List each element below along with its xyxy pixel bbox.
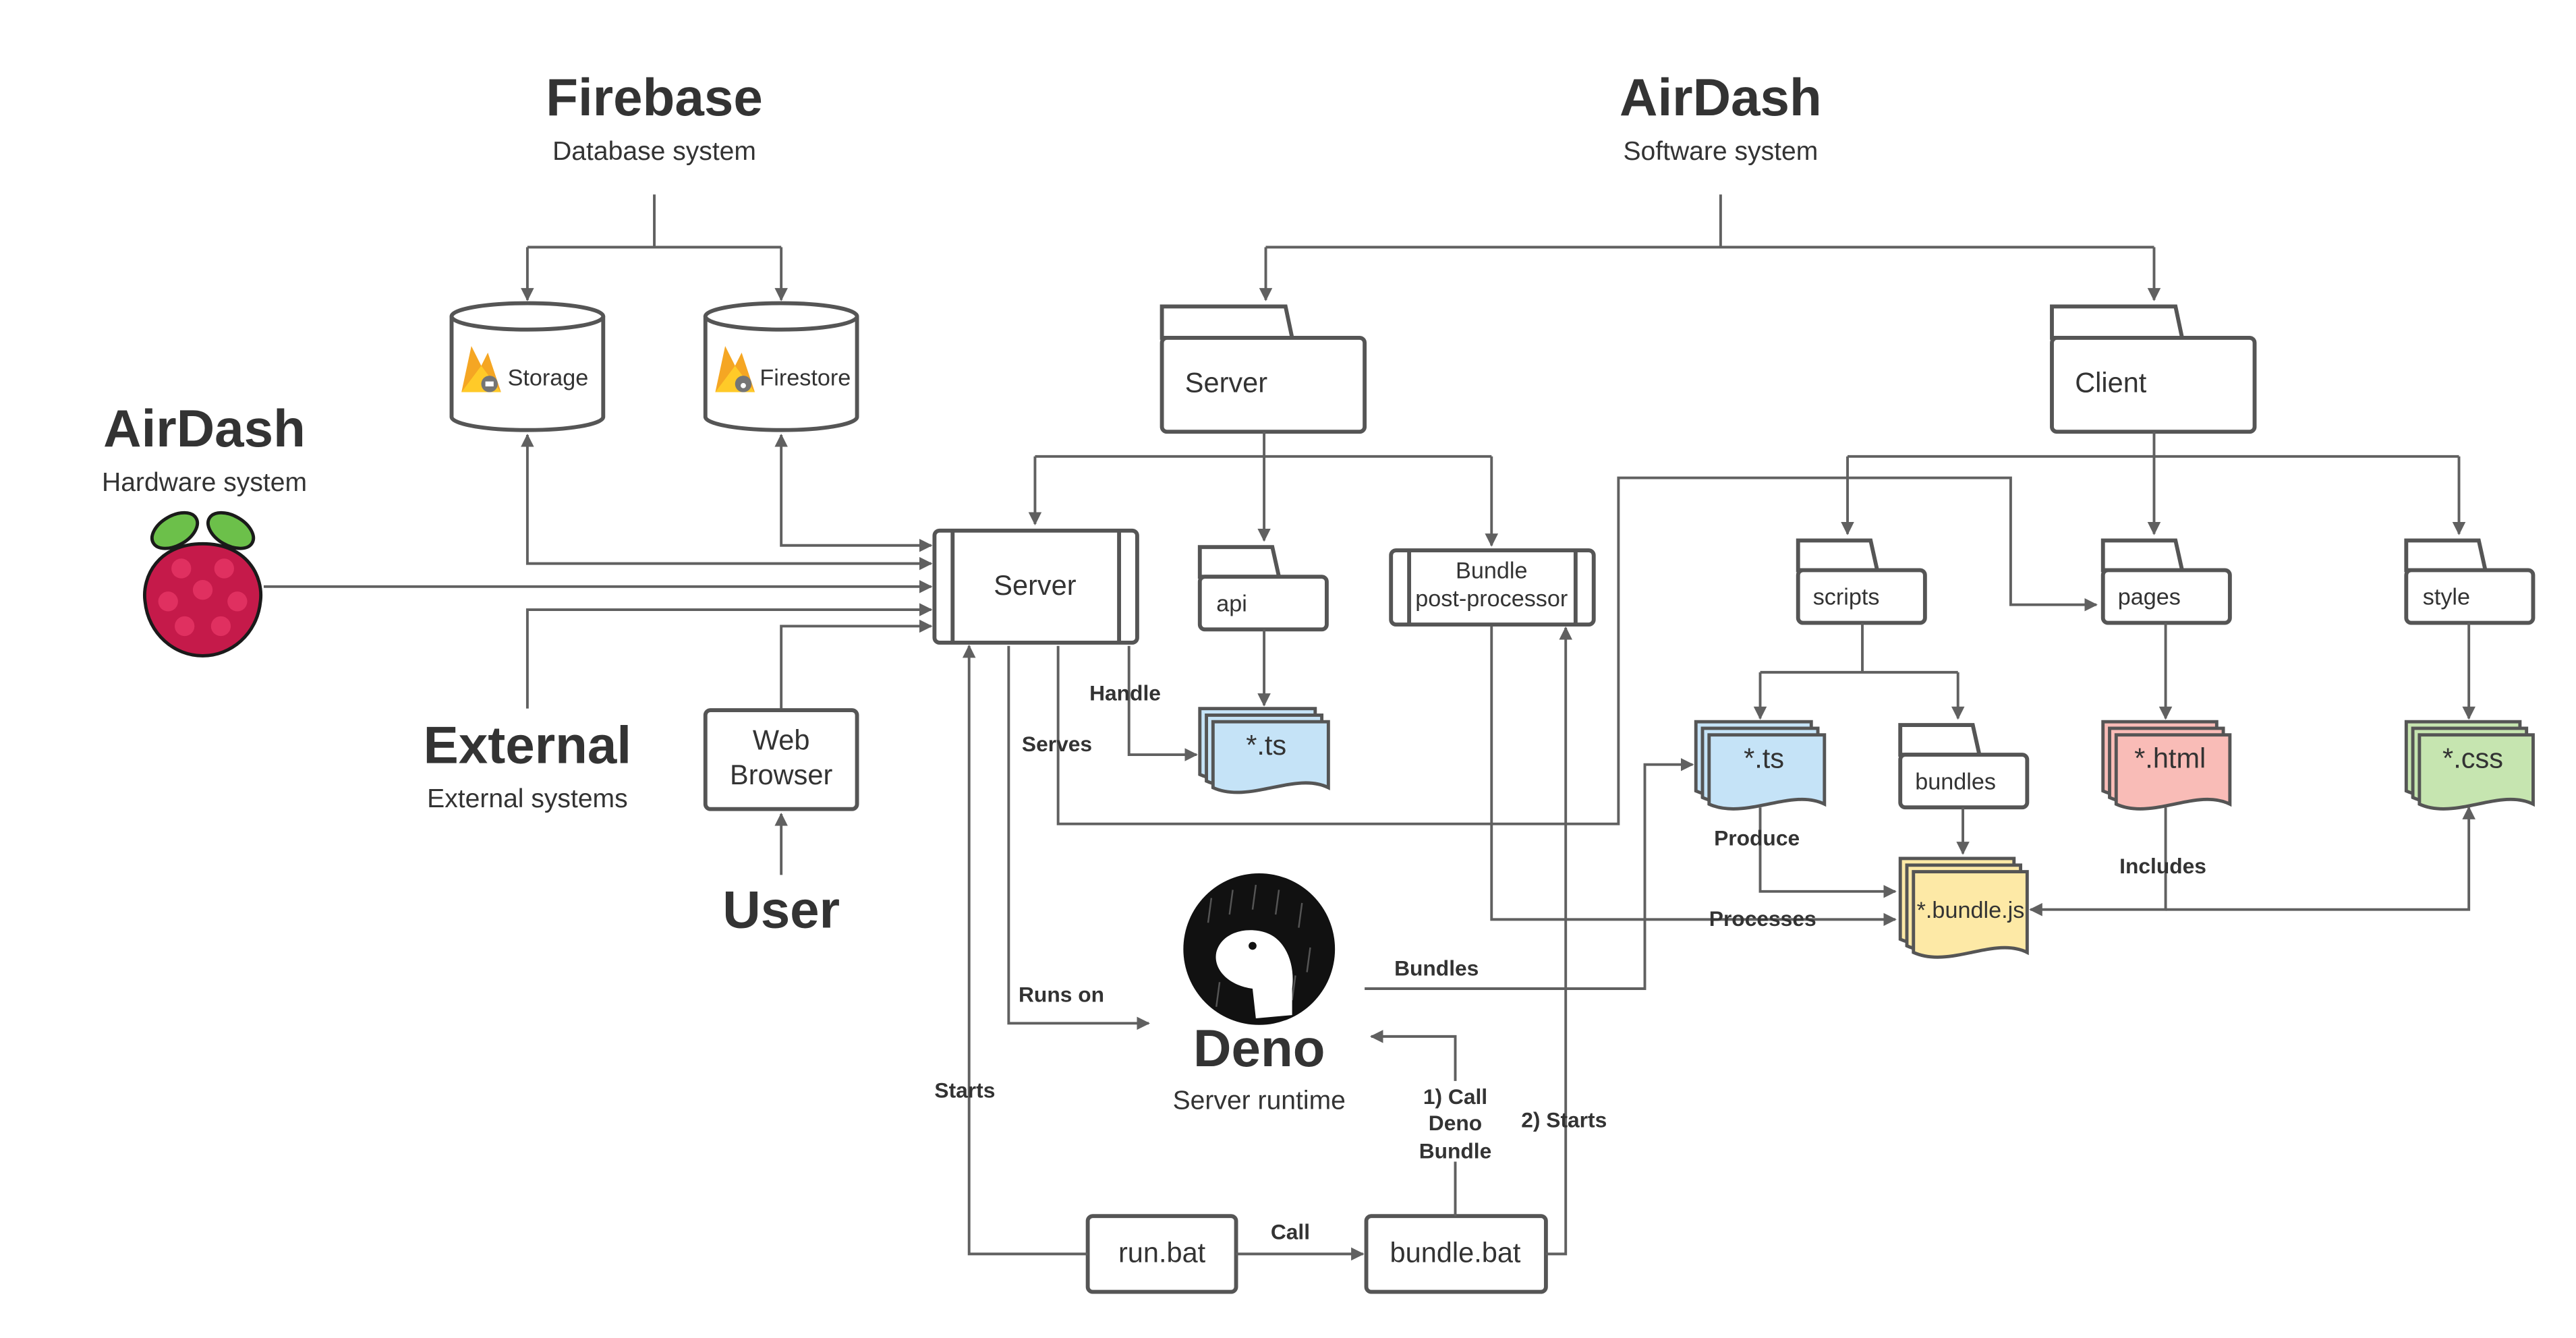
raspberry-pi-logo xyxy=(142,511,263,658)
bundles-folder-label: bundles xyxy=(1915,769,1996,794)
pages-folder: pages xyxy=(2100,538,2232,625)
edge-call-deno-label-1: 1) Call xyxy=(1423,1084,1487,1109)
bundle-pp-label-1: Bundle xyxy=(1456,558,1527,584)
storage-label: Storage xyxy=(508,366,589,391)
edge-produce-label: Produce xyxy=(1714,825,1800,850)
scripts-folder: scripts xyxy=(1796,538,1927,625)
edge-starts-label: Starts xyxy=(934,1078,995,1102)
firestore-database: Firestore xyxy=(703,301,859,432)
external-title: External xyxy=(424,715,631,774)
run-bat-label: run.bat xyxy=(1118,1237,1206,1269)
edge-starts2-label: 2) Starts xyxy=(1521,1107,1607,1132)
style-folder-label: style xyxy=(2423,585,2470,610)
web-browser-box: Web Browser xyxy=(703,708,859,811)
edge-runs-on-label: Runs on xyxy=(1019,983,1104,1007)
bundle-bat-label: bundle.bat xyxy=(1390,1237,1521,1269)
deno-logo xyxy=(1183,873,1336,1025)
scripts-ts-label: *.ts xyxy=(1744,743,1784,774)
airdash-hardware-subtitle: Hardware system xyxy=(102,468,307,497)
firestore-label: Firestore xyxy=(760,366,851,391)
scripts-ts-files: *.ts xyxy=(1694,720,1827,811)
firebase-title: Firebase xyxy=(546,67,763,127)
edge-serves-label: Serves xyxy=(1022,732,1092,756)
edge-call-deno-label-3: Bundle xyxy=(1419,1139,1492,1163)
server-component: Server xyxy=(932,528,1139,645)
bundles-folder: bundles xyxy=(1898,723,2030,810)
airdash-hardware-title: AirDash xyxy=(103,399,306,458)
client-folder-label: Client xyxy=(2075,367,2147,399)
pages-folder-label: pages xyxy=(2118,585,2181,610)
edge-handle-label: Handle xyxy=(1089,680,1161,705)
airdash-software-subtitle: Software system xyxy=(1623,137,1818,166)
html-label: *.html xyxy=(2134,743,2206,774)
api-ts-files: *.ts xyxy=(1198,707,1330,794)
web-browser-label-1: Web xyxy=(753,724,810,756)
airdash-software-title: AirDash xyxy=(1620,67,1822,127)
bundle-post-processor: Bundle post-processor xyxy=(1389,548,1596,627)
storage-database: Storage xyxy=(449,301,606,432)
api-ts-label: *.ts xyxy=(1246,729,1286,761)
server-folder-label: Server xyxy=(1185,367,1267,399)
server-folder: Server xyxy=(1160,304,1367,434)
bundle-js-files: *.bundle.js xyxy=(1898,856,2029,959)
scripts-folder-label: scripts xyxy=(1813,585,1880,610)
api-folder-label: api xyxy=(1216,591,1247,616)
deno-title: Deno xyxy=(1193,1018,1325,1078)
css-label: *.css xyxy=(2442,743,2503,774)
firebase-storage-icon xyxy=(461,346,501,392)
run-bat-box: run.bat xyxy=(1085,1214,1238,1294)
firebase-subtitle: Database system xyxy=(552,137,756,166)
style-folder: style xyxy=(2404,538,2536,625)
edge-call-deno-label-2: Deno xyxy=(1429,1111,1482,1135)
bundle-js-label: *.bundle.js xyxy=(1917,898,2025,923)
api-folder: api xyxy=(1197,545,1329,632)
web-browser-label-2: Browser xyxy=(730,759,832,790)
server-component-label: Server xyxy=(994,569,1076,601)
edge-bundles-label: Bundles xyxy=(1394,956,1479,980)
css-files: *.css xyxy=(2404,720,2535,811)
client-folder: Client xyxy=(2050,304,2257,434)
edge-processes-label: Processes xyxy=(1709,906,1816,931)
bundle-pp-label-2: post-processor xyxy=(1415,586,1568,612)
edge-call-label: Call xyxy=(1271,1219,1310,1244)
firebase-firestore-icon xyxy=(715,346,755,392)
user-title: User xyxy=(722,880,840,939)
bundle-bat-box: bundle.bat xyxy=(1364,1214,1548,1294)
external-subtitle: External systems xyxy=(427,784,628,813)
edge-includes-label: Includes xyxy=(2119,854,2206,878)
deno-subtitle: Server runtime xyxy=(1173,1086,1346,1115)
html-files: *.html xyxy=(2101,720,2232,811)
